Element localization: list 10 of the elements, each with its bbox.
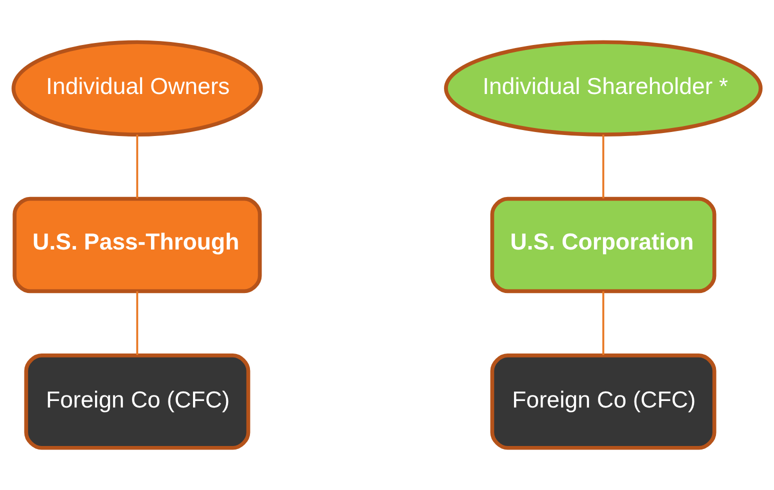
node-box: Foreign Co (CFC) xyxy=(24,354,250,450)
connector xyxy=(136,134,138,198)
node-box: U.S. Corporation xyxy=(490,196,716,294)
node-ellipse: Individual Shareholder * xyxy=(444,40,763,136)
connector xyxy=(602,291,604,356)
connector xyxy=(136,291,138,356)
node-box: Foreign Co (CFC) xyxy=(490,354,716,450)
node-box: U.S. Pass-Through xyxy=(12,196,262,294)
connector xyxy=(602,134,604,198)
node-ellipse: Individual Owners xyxy=(12,40,263,136)
